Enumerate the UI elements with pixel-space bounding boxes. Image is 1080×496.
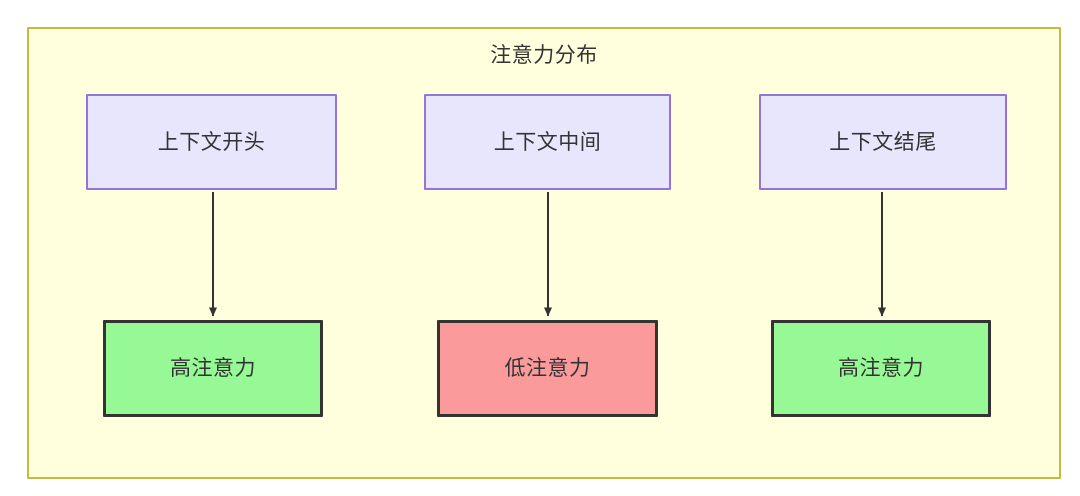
node-context-middle-label: 上下文中间 — [493, 130, 602, 154]
node-low-attention-middle[interactable]: 低注意力 — [437, 320, 658, 417]
node-high-attention-end-label: 高注意力 — [838, 357, 924, 380]
node-high-attention-end[interactable]: 高注意力 — [771, 320, 991, 417]
node-low-attention-middle-label: 低注意力 — [504, 357, 591, 380]
node-high-attention-start[interactable]: 高注意力 — [103, 320, 323, 417]
node-high-attention-start-label: 高注意力 — [170, 357, 256, 380]
node-context-middle[interactable]: 上下文中间 — [424, 94, 671, 190]
node-context-start[interactable]: 上下文开头 — [86, 94, 337, 190]
node-context-start-label: 上下文开头 — [157, 130, 266, 154]
node-context-end-label: 上下文结尾 — [829, 130, 937, 154]
node-context-end[interactable]: 上下文结尾 — [759, 94, 1007, 190]
subgraph-title: 注意力分布 — [490, 44, 598, 67]
